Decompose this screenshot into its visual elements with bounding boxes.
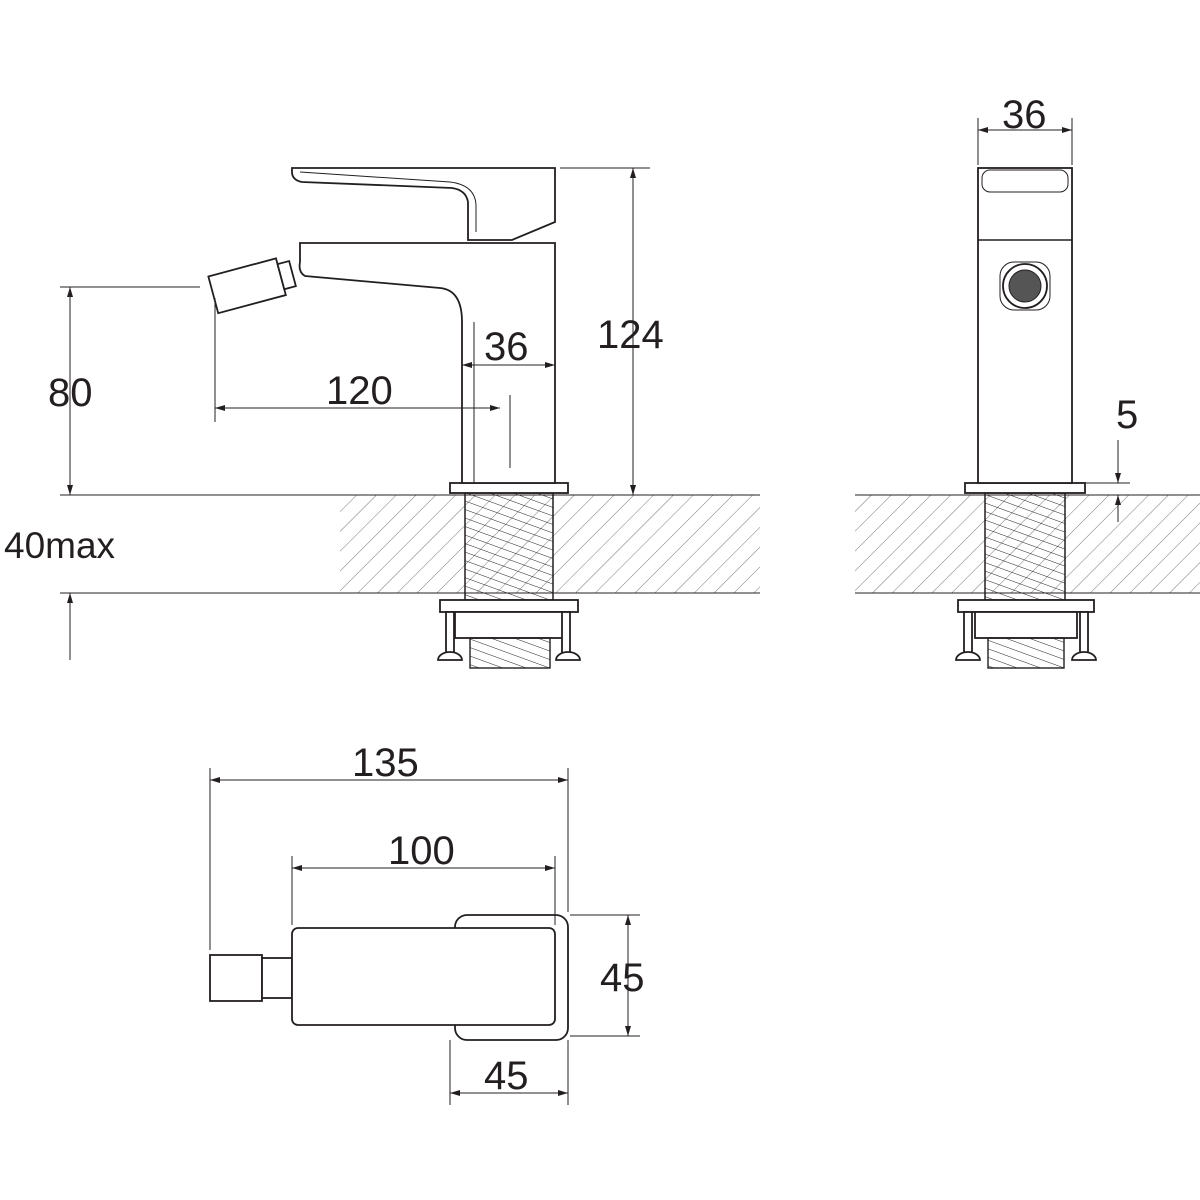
faucet-body [298, 242, 556, 484]
dimension-label-spout-height: 80 [48, 371, 93, 415]
dimension-label-spout-reach: 120 [326, 369, 393, 413]
dimension-label-lever-width: 45 [600, 956, 645, 1000]
dimension-label-lever-length: 45 [484, 1054, 529, 1098]
bidet-nozzle [207, 257, 297, 315]
side-view: 124 36 120 80 40max [4, 167, 760, 669]
dimension-label-overall-length: 135 [352, 741, 419, 785]
top-view: 135 100 45 45 [209, 741, 645, 1105]
dimension-label-counter-thickness: 40max [4, 525, 116, 566]
dimension-label-body-width: 36 [484, 325, 529, 369]
base-flange [449, 482, 569, 494]
threaded-shank [464, 492, 554, 601]
dimension-label-flange-height: 5 [1116, 393, 1138, 437]
dimension-label-body-length: 100 [388, 829, 455, 873]
dimension-label-height: 124 [597, 313, 664, 357]
mounting-nut [437, 599, 581, 669]
lever-handle [291, 167, 556, 241]
front-view: 36 5 [855, 93, 1200, 669]
dimension-label-front-width: 36 [1002, 93, 1047, 137]
